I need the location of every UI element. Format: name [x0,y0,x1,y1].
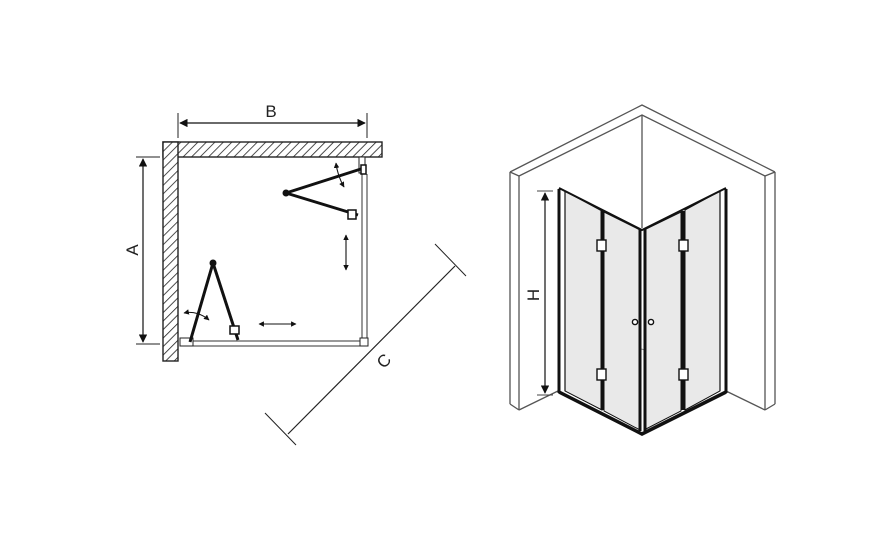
handle-knob-icon [647,318,655,326]
handle-knob-icon [631,318,639,326]
left-folding-door [188,259,240,343]
dimension-label-b: B [265,102,276,121]
door-hardware [596,239,689,381]
dimension-h: H [524,190,553,396]
dimension-label-a: A [123,244,142,256]
glass-panel-right-outer [684,190,721,411]
swing-arrow-right-door [333,162,345,188]
room-walls [509,104,776,411]
dimension-label-c: C [373,350,395,372]
movement-arrows [183,162,349,327]
dimension-a: A [123,156,160,345]
left-wall [162,141,179,362]
isometric-view: H [509,104,776,436]
dimension-b: B [177,102,368,138]
plan-view: B A [123,102,467,446]
hinge-icon [596,368,607,381]
top-wall [162,141,383,158]
hinge-icon [678,239,689,252]
hinge-icon [596,239,607,252]
hinge-icon [678,368,689,381]
right-folding-door [282,164,367,220]
corner-walls [162,141,383,362]
glass-panels-outline [179,156,369,347]
dimension-label-h: H [524,289,543,301]
swing-arrow-left-door [183,309,210,321]
